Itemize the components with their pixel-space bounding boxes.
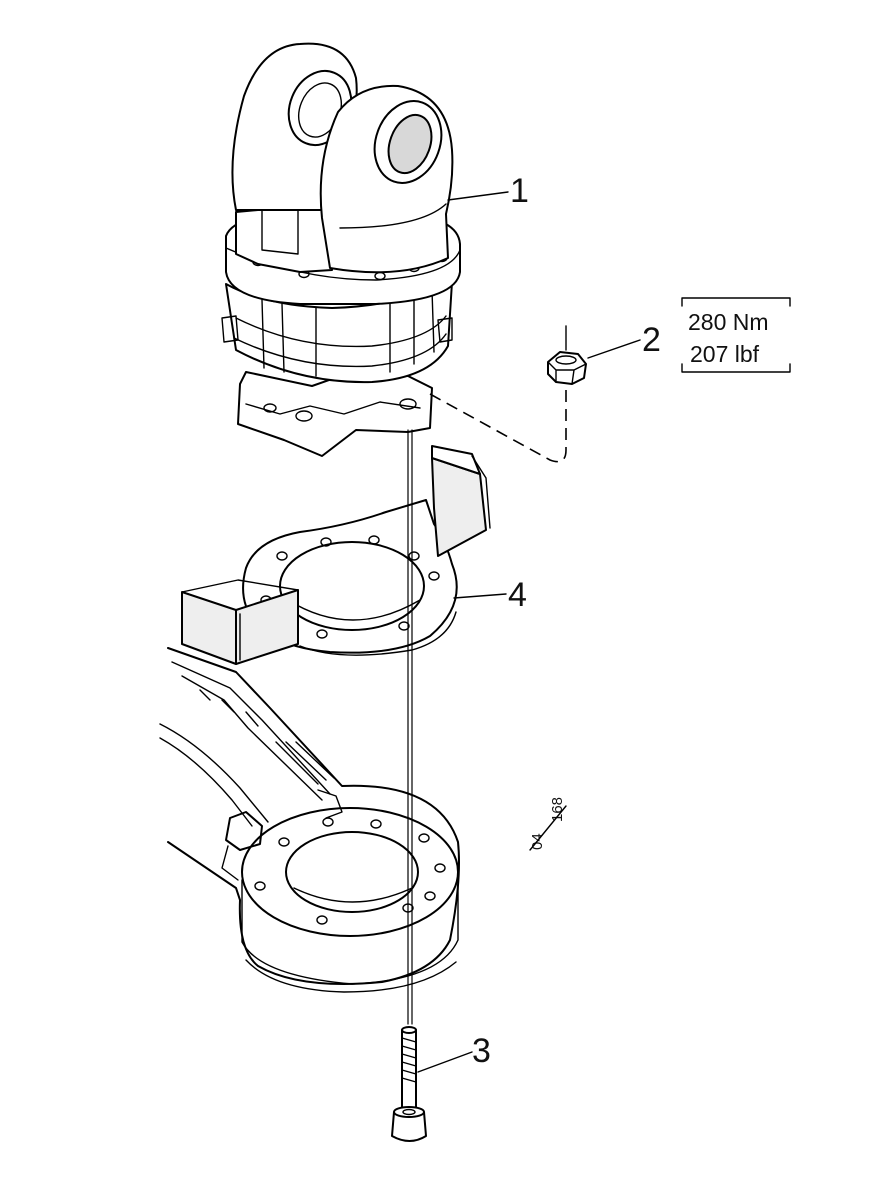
callout-2: 2 xyxy=(642,321,661,359)
rotator-body xyxy=(221,42,461,457)
leader-lines xyxy=(417,191,641,1073)
assembly-lines xyxy=(407,388,567,1025)
callout-1: 1 xyxy=(510,172,529,210)
arm-beam xyxy=(159,647,460,993)
plate-bolt-holes xyxy=(260,535,440,639)
bolt xyxy=(391,1026,427,1142)
torque-spec-box: 280 Nm 207 lbf xyxy=(681,297,791,373)
reference-bottom: 168 xyxy=(549,797,566,822)
torque-metric: 280 Nm xyxy=(688,309,769,335)
hub-bolt-holes xyxy=(254,817,446,925)
reference-slash xyxy=(529,805,567,851)
drawing-reference: 04 168 xyxy=(529,797,566,850)
nut xyxy=(547,325,587,385)
torque-imperial: 207 lbf xyxy=(690,341,760,367)
mounting-plate xyxy=(181,445,491,665)
callout-3: 3 xyxy=(472,1032,491,1070)
callout-4: 4 xyxy=(508,576,527,614)
